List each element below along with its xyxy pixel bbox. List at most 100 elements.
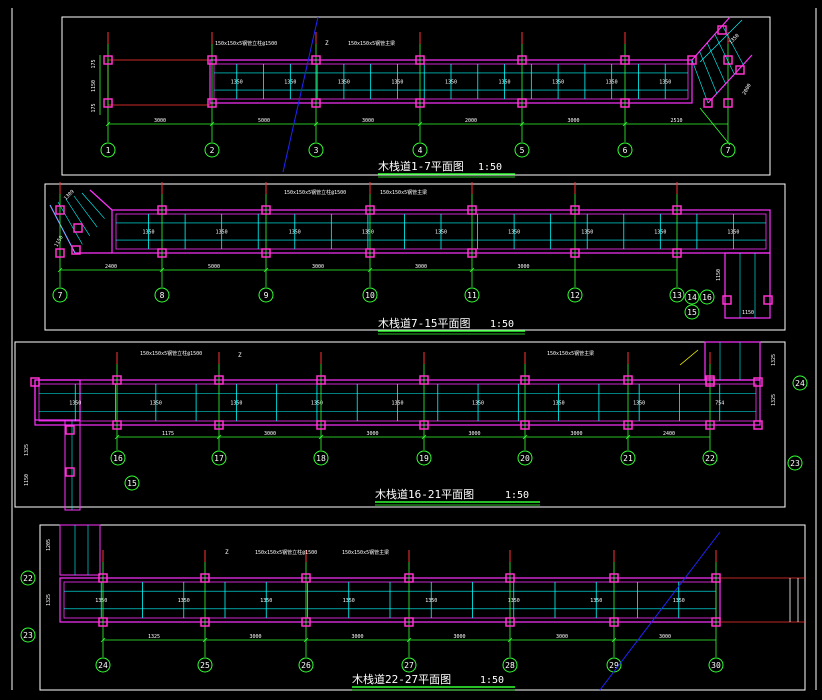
bay-dimension: 1350 bbox=[590, 598, 602, 604]
bay-dimension: 1350 bbox=[552, 80, 564, 86]
bay-dimension: 1350 bbox=[143, 230, 155, 236]
dim-tick bbox=[313, 121, 319, 127]
column-post bbox=[404, 573, 414, 583]
dim-tick bbox=[57, 267, 63, 273]
column-post bbox=[157, 205, 167, 215]
note-beam-3: 150x150x5钢管主梁 bbox=[547, 350, 594, 357]
axis-number: 12 bbox=[570, 291, 580, 300]
note-column-4: 150x150x5钢管立柱@1500 bbox=[255, 549, 317, 556]
span-dimension: 2400 bbox=[663, 431, 675, 437]
column-post bbox=[55, 205, 65, 215]
column-post bbox=[365, 205, 375, 215]
axis-bubble bbox=[258, 287, 274, 303]
z-label-3: Z bbox=[238, 352, 242, 359]
title-group-3: 木栈道16-21平面图 1:50 bbox=[375, 487, 540, 506]
column-post bbox=[112, 420, 122, 430]
axis-bubble bbox=[95, 657, 111, 673]
axis-bubble bbox=[362, 287, 378, 303]
dim-tick bbox=[263, 267, 269, 273]
span-dimension: 3000 bbox=[567, 118, 579, 124]
panel-scale-3: 1:50 bbox=[505, 490, 529, 501]
span-dimension: 3000 bbox=[249, 634, 261, 640]
axis-number: 4 bbox=[418, 146, 423, 155]
diagonal-cross-joist bbox=[81, 192, 105, 219]
dim-tick bbox=[105, 121, 111, 127]
axis-bubble bbox=[787, 455, 803, 471]
axis-bubble bbox=[708, 657, 724, 673]
column-post bbox=[609, 617, 619, 627]
axis-bubble bbox=[702, 450, 718, 466]
bay-dimension: 1350 bbox=[311, 401, 323, 407]
bay-dimension: 1350 bbox=[289, 230, 301, 236]
diagonal-grid-line bbox=[699, 107, 731, 146]
axis-number: 21 bbox=[623, 454, 633, 463]
width-dimension: 175 bbox=[91, 103, 97, 112]
span-dimension: 1175 bbox=[162, 431, 174, 437]
dim-tick bbox=[159, 267, 165, 273]
axis-bubble bbox=[699, 289, 715, 305]
span-dimension: 3000 bbox=[517, 264, 529, 270]
column-post bbox=[73, 223, 83, 233]
axis-number: 16 bbox=[113, 454, 123, 463]
column-post bbox=[311, 55, 321, 65]
column-post bbox=[620, 98, 630, 108]
width-dimension: 1150 bbox=[91, 80, 97, 92]
column-post bbox=[570, 205, 580, 215]
column-post bbox=[103, 55, 113, 65]
diagonal-beam bbox=[89, 189, 113, 211]
span-dimension: 3000 bbox=[453, 634, 465, 640]
title-group-1: 木栈道1-7平面图 1:50 bbox=[378, 159, 515, 178]
axis-number: 23 bbox=[790, 459, 800, 468]
axis-bubble bbox=[124, 475, 140, 491]
dim-tick bbox=[507, 637, 513, 643]
note-column-2: 150x150x5钢管立柱@1500 bbox=[284, 189, 346, 196]
dim-tick bbox=[522, 434, 528, 440]
column-post bbox=[98, 617, 108, 627]
axis-bubble bbox=[154, 287, 170, 303]
axis-number: 24 bbox=[795, 379, 805, 388]
bay-dimension: 1350 bbox=[425, 598, 437, 604]
column-post bbox=[98, 573, 108, 583]
column-post bbox=[753, 377, 763, 387]
column-post bbox=[261, 205, 271, 215]
span-dimension: 5000 bbox=[208, 264, 220, 270]
axis-bubble bbox=[684, 304, 700, 320]
column-post bbox=[65, 425, 75, 435]
diagonal-cross-joist bbox=[65, 198, 91, 236]
axis-number: 7 bbox=[58, 291, 63, 300]
column-post bbox=[55, 248, 65, 258]
panel-scale-4: 1:50 bbox=[480, 675, 504, 686]
axis-bubble bbox=[514, 142, 530, 158]
axis-number: 29 bbox=[609, 661, 619, 670]
axis-bubble bbox=[684, 289, 700, 305]
bay-dimension: 1350 bbox=[445, 80, 457, 86]
column-post bbox=[672, 205, 682, 215]
main-beam-frame bbox=[209, 59, 693, 104]
bay-dimension: 1350 bbox=[230, 401, 242, 407]
column-post bbox=[505, 573, 515, 583]
axis-bubble bbox=[502, 657, 518, 673]
panel-frame-1 bbox=[61, 16, 771, 176]
axis-number: 2 bbox=[210, 146, 215, 155]
axis-number: 30 bbox=[711, 661, 721, 670]
span-dimension: 2000 bbox=[465, 118, 477, 124]
bay-dimension: 1350 bbox=[362, 230, 374, 236]
site-boundary-line bbox=[282, 16, 319, 173]
axis-number: 22 bbox=[705, 454, 715, 463]
column-post bbox=[419, 420, 429, 430]
slant-dimension: 2000 bbox=[742, 83, 753, 96]
corner-dimension: 1150 bbox=[716, 269, 722, 281]
corner-dimension: 1150 bbox=[742, 310, 754, 316]
bay-dimension: 1350 bbox=[727, 230, 739, 236]
axis-bubble bbox=[110, 450, 126, 466]
axis-number: 15 bbox=[687, 308, 697, 317]
bay-dimension: 1350 bbox=[95, 598, 107, 604]
side-dimension: 1325 bbox=[24, 444, 30, 456]
diagonal-beam bbox=[691, 16, 731, 61]
column-post bbox=[517, 98, 527, 108]
bay-dimension: 1350 bbox=[499, 80, 511, 86]
